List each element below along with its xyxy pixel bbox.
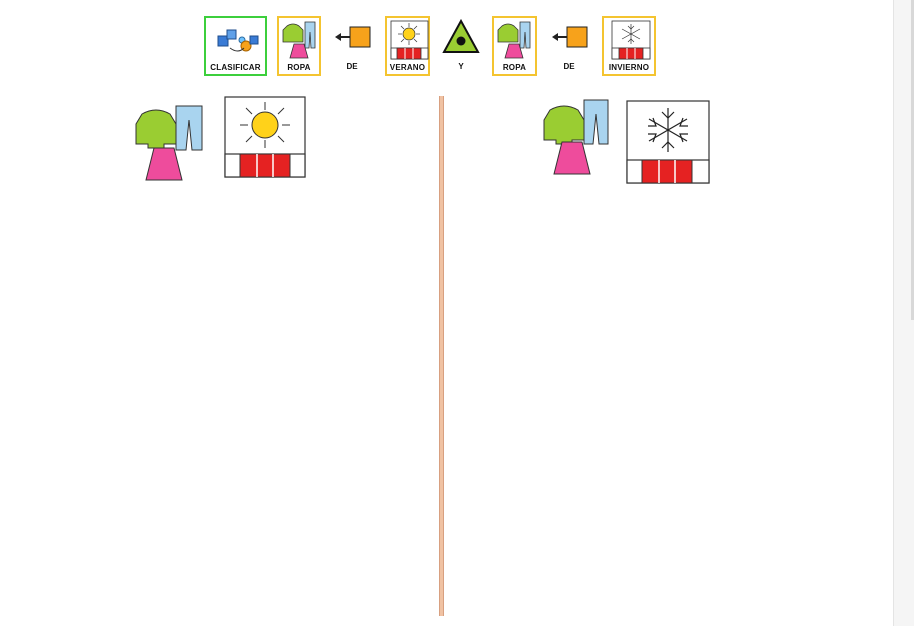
de-pictogram-2[interactable] (550, 16, 590, 56)
de-label-2: DE (563, 62, 575, 71)
y-pictogram[interactable] (442, 16, 480, 56)
summer-clothes-icon[interactable] (132, 102, 206, 184)
winter-label: INVIERNO (608, 63, 650, 72)
vertical-scrollbar[interactable] (893, 0, 914, 626)
summer-pictogram[interactable]: VERANO (385, 16, 430, 76)
triangle-and-icon (442, 18, 480, 53)
pictogram-strip: CLASIFICAR ROPA DE (0, 16, 893, 78)
summer-calendar-sun-icon[interactable] (224, 96, 306, 178)
clothes-label-1: ROPA (287, 63, 311, 72)
de-label-1: DE (346, 62, 358, 71)
summer-label: VERANO (389, 63, 426, 72)
document-page: CLASIFICAR ROPA DE (0, 16, 893, 616)
winter-pictogram[interactable]: INVIERNO (602, 16, 656, 76)
clothes-label-2: ROPA (502, 63, 527, 72)
classify-icon (217, 29, 259, 52)
summer-sun-icon (390, 20, 429, 60)
winter-clothes-icon[interactable] (540, 98, 612, 178)
y-label: Y (458, 62, 464, 71)
classify-pictogram[interactable]: CLASIFICAR (204, 16, 267, 76)
column-divider (439, 96, 444, 616)
de-pictogram-1[interactable] (333, 16, 373, 56)
arrow-from-square-icon (552, 26, 588, 48)
clothes-pictogram-1[interactable]: ROPA (277, 16, 321, 76)
winter-calendar-snowflake-icon[interactable] (626, 100, 710, 184)
clothes-pictogram-2[interactable]: ROPA (492, 16, 537, 76)
classify-label: CLASIFICAR (210, 63, 261, 72)
scrollbar-thumb[interactable] (911, 0, 914, 320)
arrow-from-square-icon (335, 26, 371, 48)
clothes-icon (282, 21, 316, 59)
clothes-icon (497, 21, 531, 59)
winter-snowflake-icon (611, 20, 651, 60)
